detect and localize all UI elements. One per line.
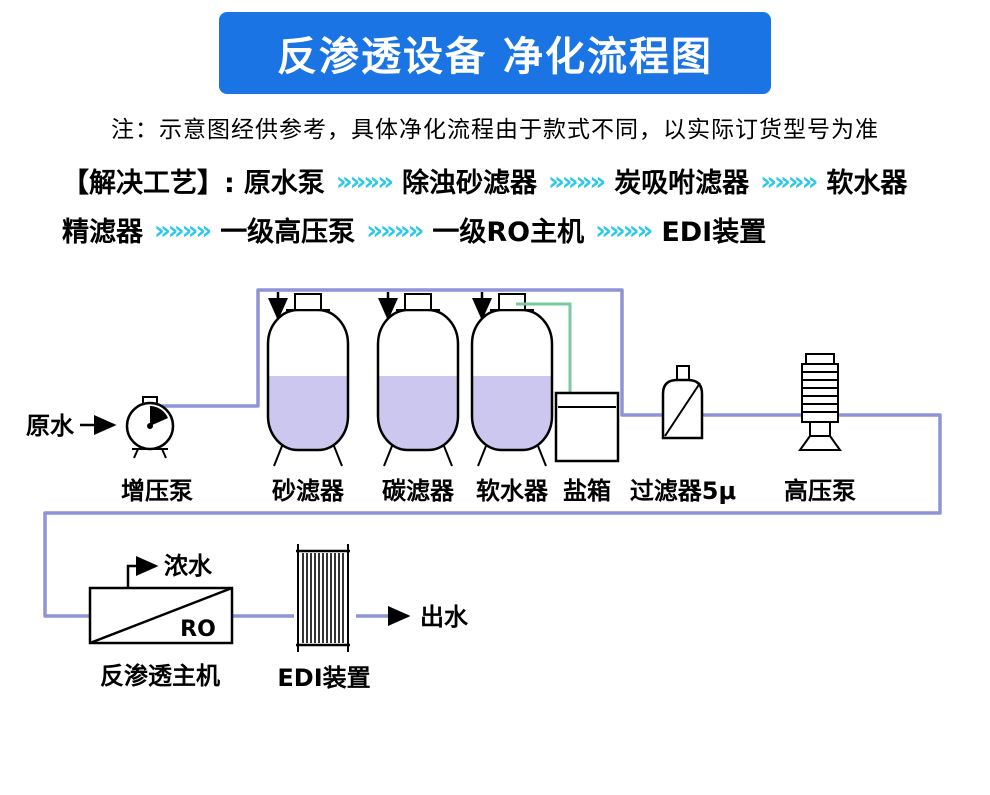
title-wrap: 反渗透设备 净化流程图: [0, 12, 990, 94]
edi-icon: [294, 544, 356, 652]
carbon-filter-icon: [376, 292, 460, 467]
process-steps: 【解决工艺】: 原水泵 »»»» 除浊砂滤器 »»»» 炭吸咐滤器 »»»» 软…: [62, 166, 990, 248]
process-step: 精滤器: [62, 217, 143, 248]
sand-filter-icon: [266, 292, 350, 467]
booster-pump-icon: [125, 396, 175, 459]
process-row-2: 精滤器 »»»» 一级高压泵 »»»» 一级RO主机 »»»» EDI装置: [62, 215, 990, 248]
page-title: 反渗透设备 净化流程图: [219, 12, 771, 94]
salt-box-icon: [554, 391, 620, 463]
brine-line-arrow-icon: [516, 302, 582, 419]
chevron-arrow-icon: »»»»: [548, 166, 606, 197]
ro-text: RO: [180, 617, 216, 642]
booster-pump-label: 增压泵: [121, 477, 193, 505]
process-step: 除浊砂滤器: [402, 168, 537, 199]
chevron-arrow-icon: »»»»: [154, 215, 212, 246]
filter-5u-label: 过滤器5μ: [630, 477, 736, 505]
raw-water-label: 原水: [26, 412, 75, 440]
salt-box-label: 盐箱: [563, 477, 611, 505]
process-step: 炭吸咐滤器: [614, 168, 750, 199]
chevron-arrow-icon: »»»»: [335, 166, 394, 197]
filter-5u-icon: [661, 365, 704, 440]
main-pipe: [43, 288, 942, 618]
process-step: 一级RO主机: [432, 217, 585, 248]
chevron-arrow-icon: »»»»: [366, 215, 424, 246]
ro-unit-icon: [88, 556, 234, 645]
ro-unit-label: 反渗透主机: [100, 662, 220, 690]
carbon-filter-label: 碳滤器: [382, 477, 455, 505]
process-row-1: 【解决工艺】: 原水泵 »»»» 除浊砂滤器 »»»» 炭吸咐滤器 »»»» 软…: [62, 166, 990, 199]
hp-pump-label: 高压泵: [784, 477, 856, 505]
process-step: 软水器: [826, 168, 908, 199]
process-prefix: 【解决工艺】:: [62, 168, 235, 199]
process-step: 一级高压泵: [220, 217, 356, 248]
chevron-arrow-icon: »»»»: [760, 166, 818, 197]
disclaimer-note: 注：示意图经供参考，具体净化流程由于款式不同，以实际订货型号为准: [111, 117, 879, 143]
concentrate-label: 浓水: [164, 552, 213, 580]
outlet-label: 出水: [420, 603, 469, 631]
softener-label: 软水器: [476, 477, 549, 505]
process-step: EDI装置: [661, 217, 767, 248]
edi-label: EDI装置: [277, 664, 370, 692]
process-diagram: 原水 增压泵 砂滤器: [26, 288, 942, 692]
softener-icon: [470, 292, 554, 467]
hp-pump-icon: [798, 353, 842, 451]
process-step: 原水泵: [243, 168, 325, 199]
sand-filter-label: 砂滤器: [272, 477, 345, 505]
chevron-arrow-icon: »»»»: [595, 215, 653, 246]
